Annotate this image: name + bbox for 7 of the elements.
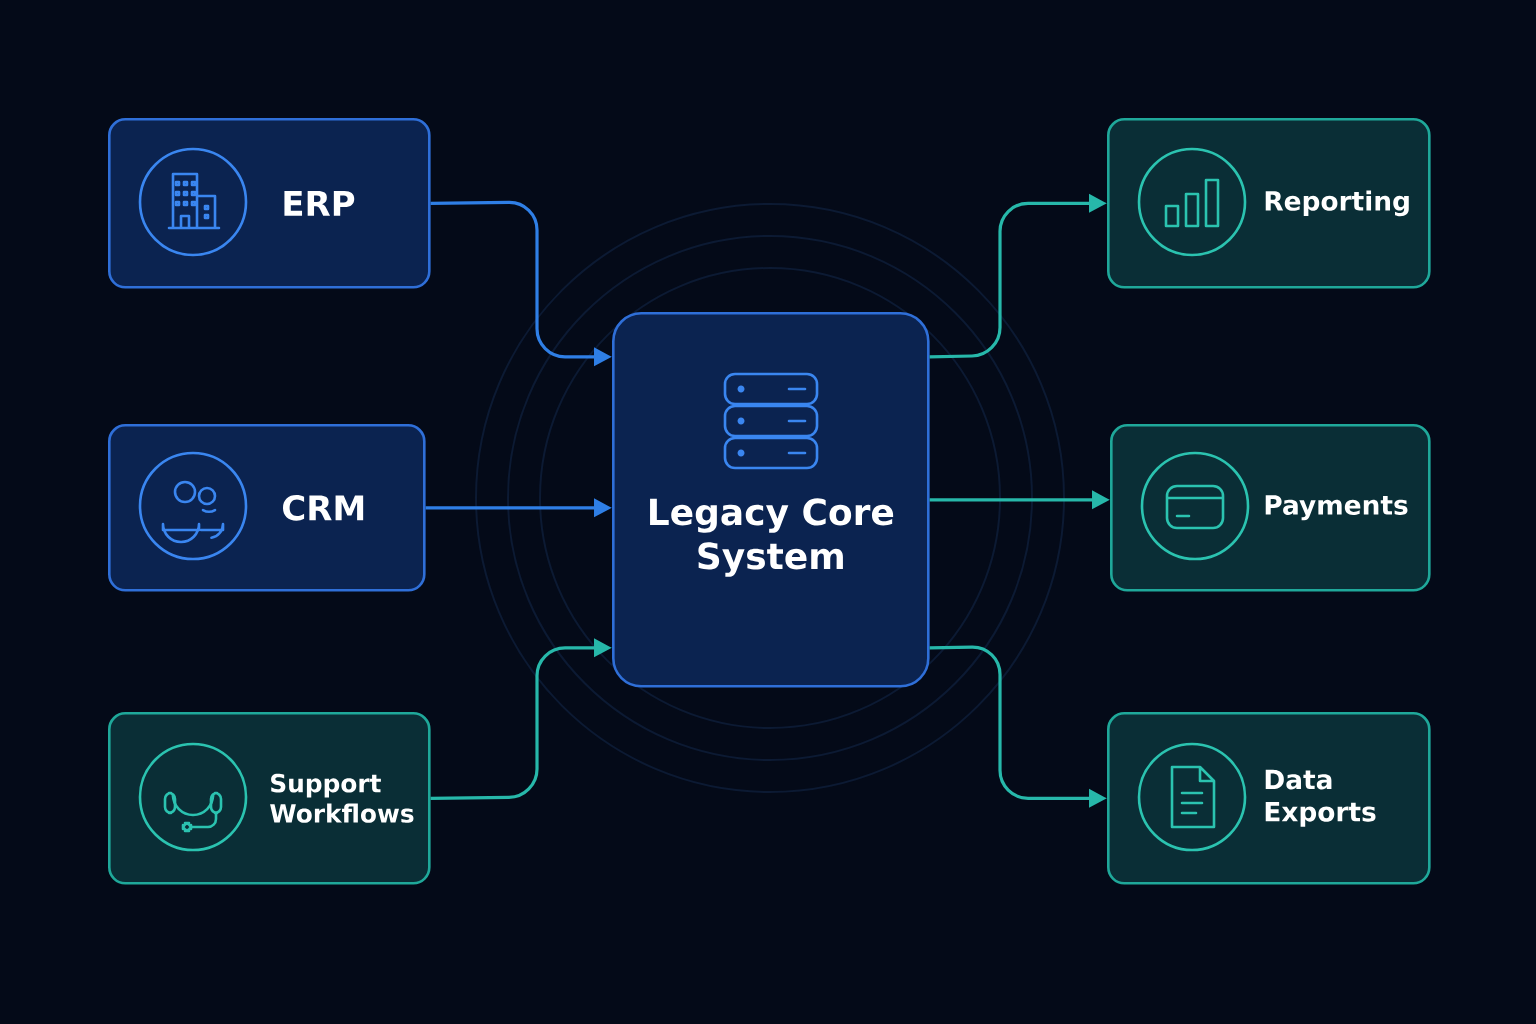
system-box: ERP: [108, 118, 431, 289]
system-box: Support Workflows: [108, 712, 431, 885]
system-box: Data Exports: [1107, 712, 1431, 885]
system-box: Reporting: [1107, 118, 1431, 289]
system-box: Payments: [1110, 424, 1431, 592]
system-box: CRM: [108, 424, 426, 592]
core-system-box: Legacy Core System: [612, 312, 930, 688]
